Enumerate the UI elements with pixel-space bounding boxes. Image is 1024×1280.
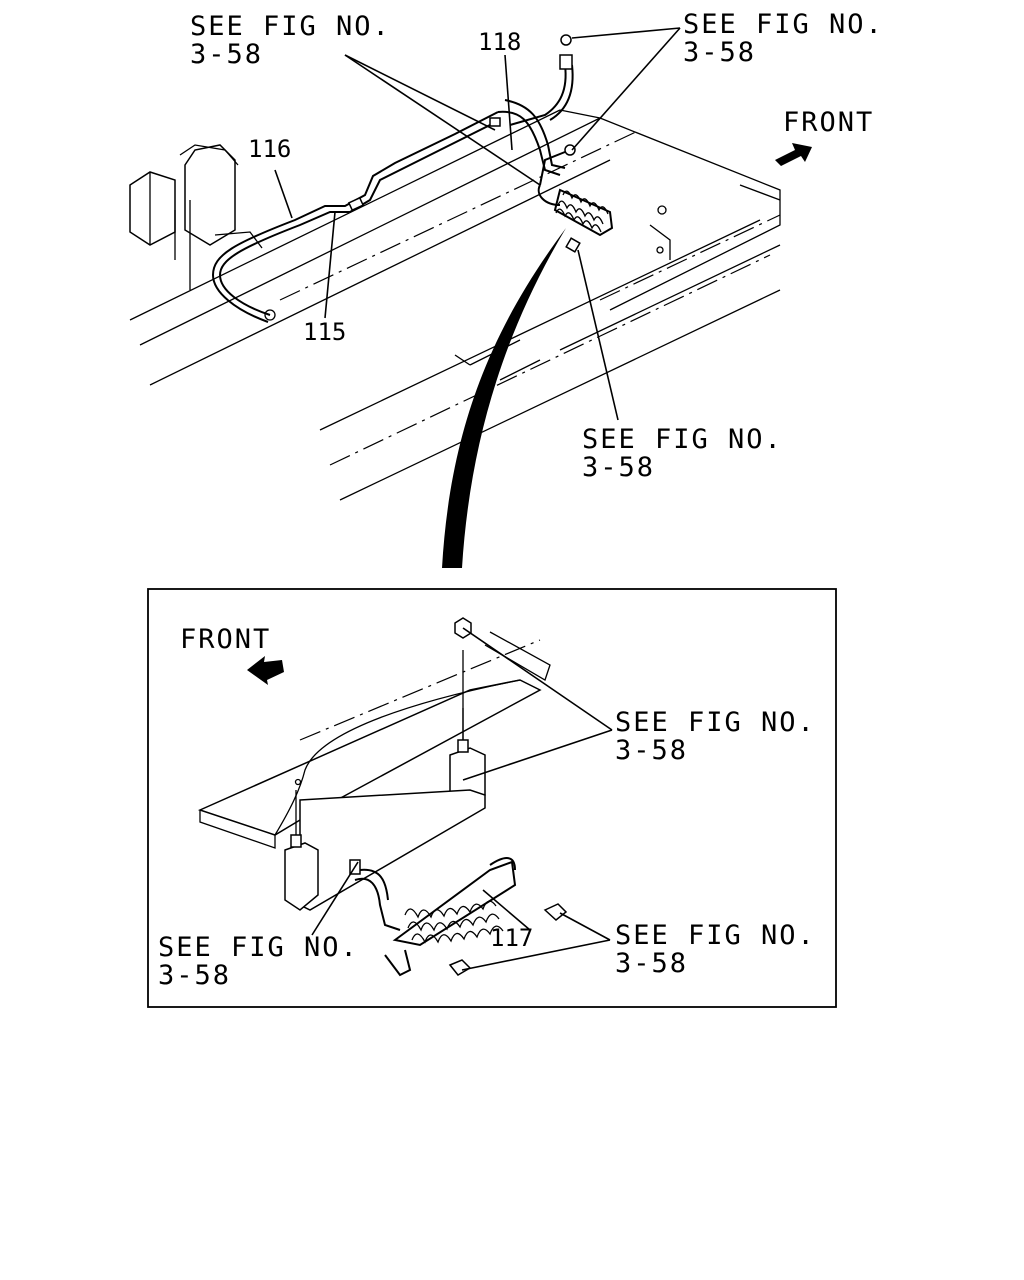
frame-rails bbox=[129, 109, 781, 501]
pipe-118 bbox=[497, 34, 576, 206]
callout-ref-top-left-line1: SEE FIG NO. bbox=[190, 11, 391, 42]
callout-ref-top-right-line1: SEE FIG NO. bbox=[683, 9, 884, 40]
callout-ref-top-right-line2: 3-58 bbox=[683, 37, 756, 68]
callout-ref-detail-top-line2: 3-58 bbox=[615, 735, 688, 766]
front-arrow-icon bbox=[775, 143, 812, 166]
front-label-detail: FRONT bbox=[180, 624, 271, 655]
detail-leaders bbox=[311, 627, 613, 971]
detail-heater-coil bbox=[349, 857, 568, 977]
callout-ref-middle-line1: SEE FIG NO. bbox=[582, 424, 783, 455]
callout-ref-detail-right-line1: SEE FIG NO. bbox=[615, 920, 816, 951]
detail-view: FRONT SEE FIG NO. 3-58 SEE FIG NO. 3-58 … bbox=[147, 588, 837, 1008]
part-number-116: 116 bbox=[248, 135, 291, 163]
callout-ref-detail-left-line2: 3-58 bbox=[158, 960, 231, 991]
pipe-115-116 bbox=[211, 111, 501, 323]
callout-ref-top-left-line2: 3-58 bbox=[190, 39, 263, 70]
heater-coil-upper bbox=[553, 188, 614, 253]
detail-connector-swoosh bbox=[442, 228, 566, 568]
callout-ref-detail-top-line1: SEE FIG NO. bbox=[615, 707, 816, 738]
upper-view: FRONT SEE FIG NO. 3-58 SEE FIG NO. 3-58 … bbox=[129, 9, 884, 501]
front-arrow-icon-detail bbox=[247, 656, 284, 685]
front-label-upper: FRONT bbox=[783, 107, 874, 138]
detail-frame-member bbox=[197, 631, 551, 849]
part-number-118: 118 bbox=[478, 28, 521, 56]
part-number-115: 115 bbox=[303, 318, 346, 346]
crossmember-bracket bbox=[129, 144, 263, 290]
detail-frame bbox=[147, 588, 837, 1008]
callout-ref-detail-left-line1: SEE FIG NO. bbox=[158, 932, 359, 963]
part-number-117: 117 bbox=[490, 924, 533, 952]
upper-leaders bbox=[274, 27, 681, 421]
callout-ref-middle-line2: 3-58 bbox=[582, 452, 655, 483]
callout-ref-detail-right-line2: 3-58 bbox=[615, 948, 688, 979]
